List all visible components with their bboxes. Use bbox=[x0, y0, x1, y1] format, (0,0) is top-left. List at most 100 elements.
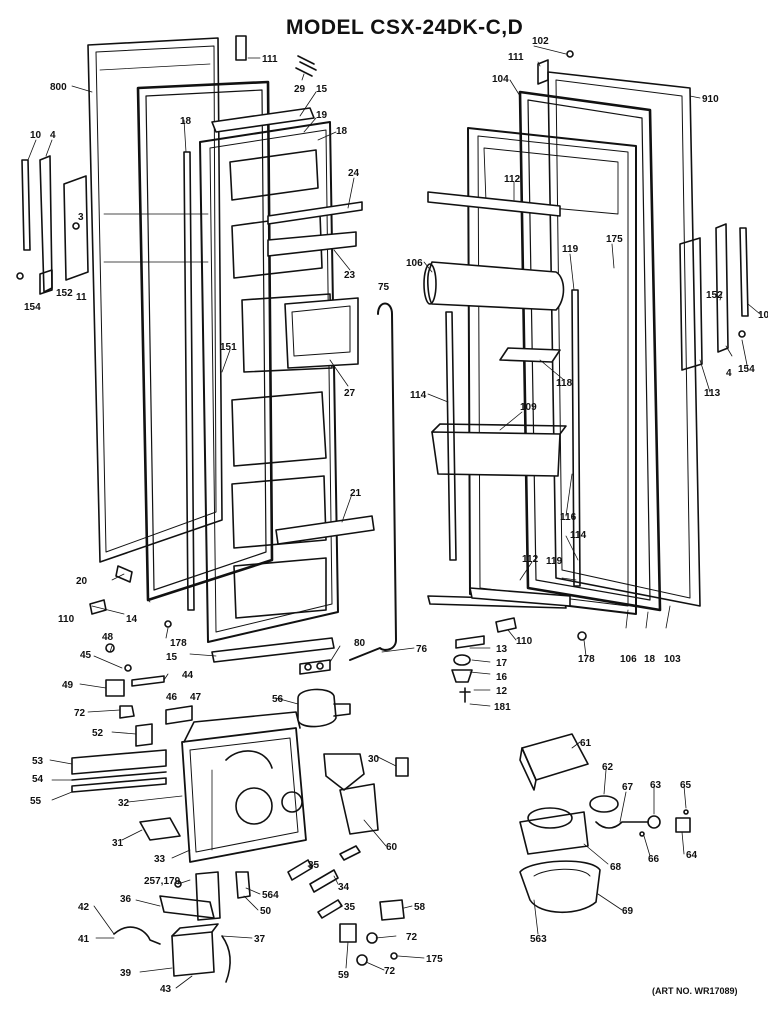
callout-label: 80 bbox=[354, 638, 366, 649]
fresh-food-hinge-parts bbox=[537, 50, 749, 371]
callout-label: 58 bbox=[414, 902, 426, 913]
callout-label: 114 bbox=[570, 530, 587, 541]
callout-label: 106 bbox=[406, 258, 423, 269]
callout-label: 18 bbox=[180, 116, 192, 127]
callout-label: 33 bbox=[154, 854, 166, 865]
callout-label: 60 bbox=[386, 842, 398, 853]
callout-label: 72 bbox=[406, 932, 418, 943]
callout-label: 50 bbox=[260, 906, 272, 917]
callout-label: 31 bbox=[112, 838, 124, 849]
callout-label: 151 bbox=[220, 342, 237, 353]
callout-label: 69 bbox=[622, 906, 634, 917]
callout-label: 55 bbox=[30, 796, 42, 807]
callout-label: 75 bbox=[378, 282, 390, 293]
callout-label: 11 bbox=[76, 292, 87, 303]
freezer-door-gasket bbox=[136, 80, 274, 602]
callout-label: 257,179 bbox=[144, 876, 181, 887]
callout-label: 175 bbox=[606, 234, 623, 245]
ice-bucket-assembly bbox=[519, 733, 691, 913]
callout-label: 34 bbox=[338, 882, 350, 893]
callout-label: 29 bbox=[294, 84, 306, 95]
callout-label: 16 bbox=[496, 672, 508, 683]
callout-label: 10 bbox=[30, 130, 42, 141]
callout-label: 54 bbox=[32, 774, 44, 785]
callout-label: 42 bbox=[78, 902, 90, 913]
callout-label: 46 bbox=[166, 692, 178, 703]
callout-label: 21 bbox=[350, 488, 362, 499]
callout-label: 13 bbox=[496, 644, 508, 655]
callout-label: 15 bbox=[166, 652, 178, 663]
callout-label: 56 bbox=[272, 694, 284, 705]
callout-label: 116 bbox=[560, 512, 577, 523]
callout-label: 53 bbox=[32, 756, 44, 767]
callout-label: 10 bbox=[758, 310, 768, 321]
callout-label: 563 bbox=[530, 934, 547, 945]
callout-label: 61 bbox=[580, 738, 592, 749]
callout-label: 35 bbox=[308, 860, 320, 871]
callout-label: 111 bbox=[508, 52, 524, 63]
callout-label: 19 bbox=[316, 110, 328, 121]
callout-label: 104 bbox=[492, 74, 509, 85]
callout-label: 59 bbox=[338, 970, 350, 981]
callout-label: 106 bbox=[620, 654, 637, 665]
callout-label: 175 bbox=[426, 954, 443, 965]
callout-label: 18 bbox=[644, 654, 656, 665]
callout-label: 24 bbox=[348, 168, 360, 179]
callout-label: 30 bbox=[368, 754, 380, 765]
callout-label: 36 bbox=[120, 894, 132, 905]
callout-label: 14 bbox=[126, 614, 138, 625]
callout-label: 68 bbox=[610, 862, 622, 873]
dispenser-assembly bbox=[71, 643, 409, 983]
callout-label: 43 bbox=[160, 984, 172, 995]
callout-label: 66 bbox=[648, 854, 660, 865]
callout-label: 910 bbox=[702, 94, 719, 105]
callout-label: 119 bbox=[562, 244, 579, 255]
hinge-pin-parts bbox=[235, 35, 317, 77]
feeder-rod bbox=[349, 302, 397, 661]
callout-label: 63 bbox=[650, 780, 662, 791]
callout-label: 3 bbox=[78, 212, 84, 223]
callout-label: 113 bbox=[704, 388, 721, 399]
callout-label: 154 bbox=[24, 302, 41, 313]
callout-label: 45 bbox=[80, 650, 92, 661]
callout-label: 52 bbox=[92, 728, 104, 739]
callout-label: 20 bbox=[76, 576, 88, 587]
callout-label: 800 bbox=[50, 82, 67, 93]
callout-label: 112 bbox=[522, 554, 539, 565]
callout-labels: 111 29 15 19 800 10 4 3 18 18 24 23 154 … bbox=[24, 36, 768, 995]
callout-label: 64 bbox=[686, 850, 698, 861]
callout-label: 23 bbox=[344, 270, 356, 281]
callout-label: 152 bbox=[56, 288, 73, 299]
fresh-food-door-gasket bbox=[518, 90, 662, 612]
callout-label: 119 bbox=[546, 556, 563, 567]
fresh-food-door-outer-panel bbox=[547, 71, 701, 607]
callout-label: 4 bbox=[50, 130, 56, 141]
callout-label: 17 bbox=[496, 658, 508, 669]
callout-label: 152 bbox=[706, 290, 723, 301]
callout-label: 102 bbox=[532, 36, 549, 47]
callout-label: 15 bbox=[316, 84, 328, 95]
callout-label: 181 bbox=[494, 702, 511, 713]
callout-label: 118 bbox=[556, 378, 573, 389]
callout-label: 62 bbox=[602, 762, 614, 773]
callout-label: 12 bbox=[496, 686, 508, 697]
callout-label: 41 bbox=[78, 934, 90, 945]
callout-label: 110 bbox=[516, 636, 533, 647]
callout-label: 27 bbox=[344, 388, 356, 399]
callout-label: 67 bbox=[622, 782, 634, 793]
callout-label: 35 bbox=[344, 902, 356, 913]
callout-label: 154 bbox=[738, 364, 755, 375]
callout-label: 178 bbox=[170, 638, 187, 649]
small-hardware-center bbox=[89, 565, 587, 703]
model-title: MODEL CSX-24DK-C,D bbox=[286, 16, 524, 39]
callout-label: 564 bbox=[262, 890, 279, 901]
freezer-hinge-parts bbox=[16, 155, 89, 295]
callout-label: 44 bbox=[182, 670, 194, 681]
callout-label: 32 bbox=[118, 798, 130, 809]
callout-label: 72 bbox=[384, 966, 396, 977]
callout-label: 47 bbox=[190, 692, 202, 703]
callout-label: 49 bbox=[62, 680, 74, 691]
art-number: (ART NO. WR17089) bbox=[652, 986, 738, 996]
callout-label: 48 bbox=[102, 632, 114, 643]
